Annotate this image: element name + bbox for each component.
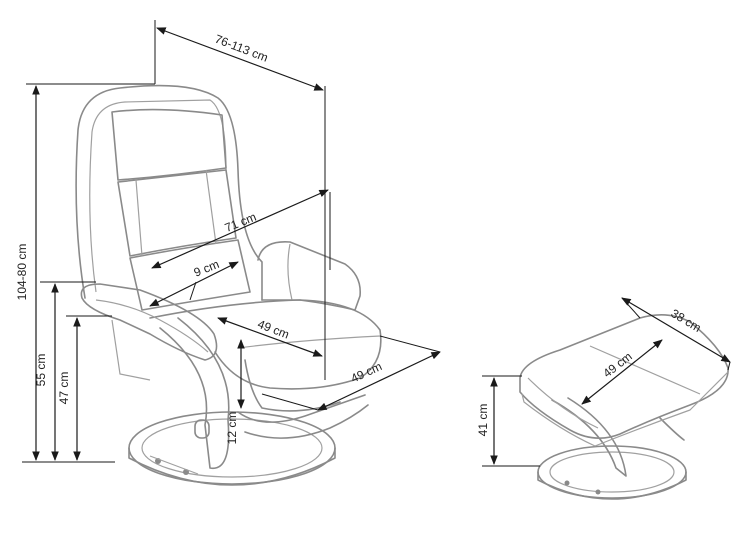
bentwood-front-support xyxy=(159,317,230,469)
stool-screw xyxy=(564,480,570,486)
seat-cushion xyxy=(149,299,382,390)
backrest-inner-edge xyxy=(89,99,227,293)
stool-screw xyxy=(595,489,601,495)
label-base-clearance: 12 cm xyxy=(225,412,239,445)
label-footstool-width: 38 cm xyxy=(668,306,703,335)
label-armrest-gap: 9 cm xyxy=(192,257,221,280)
label-backrest-width: 71 cm xyxy=(223,210,259,235)
left-armrest-seam xyxy=(95,299,209,353)
dim-depth-range xyxy=(156,27,324,91)
stool-rear-leg xyxy=(659,417,685,441)
chair-base-inner xyxy=(141,418,323,478)
label-height-range: 104-80 cm xyxy=(15,244,29,301)
dim-seat-width xyxy=(317,351,441,411)
chair-base-rim xyxy=(128,447,336,486)
label-armrest-height: 55 cm xyxy=(34,354,48,387)
stool-base-rim xyxy=(537,471,687,500)
backrest-outer xyxy=(75,84,263,301)
dim-armrest-gap xyxy=(149,261,239,307)
label-footstool-height: 41 cm xyxy=(476,404,490,437)
right-armrest-seam xyxy=(287,243,293,301)
seat-cushion-seam xyxy=(237,335,381,349)
label-seat-height: 47 cm xyxy=(57,372,71,405)
dimension-labels: 76-113 cm 104-80 cm 55 cm 47 cm 71 cm 9 … xyxy=(15,32,704,445)
left-armrest xyxy=(80,283,218,361)
dim-seat-depth xyxy=(217,317,323,357)
swivel-knob xyxy=(194,419,210,439)
head-cushion xyxy=(111,108,227,181)
bentwood-lower-rail-2 xyxy=(244,404,369,439)
dim-backrest-width xyxy=(151,189,329,269)
dimension-lines xyxy=(22,20,731,467)
dim-footstool-width xyxy=(621,297,731,363)
stool-base-inner xyxy=(549,451,675,493)
stool-bentwood-support xyxy=(551,397,627,477)
left-side-panel xyxy=(111,319,151,381)
stool-cushion-side xyxy=(521,371,729,447)
base-plate xyxy=(149,455,199,475)
